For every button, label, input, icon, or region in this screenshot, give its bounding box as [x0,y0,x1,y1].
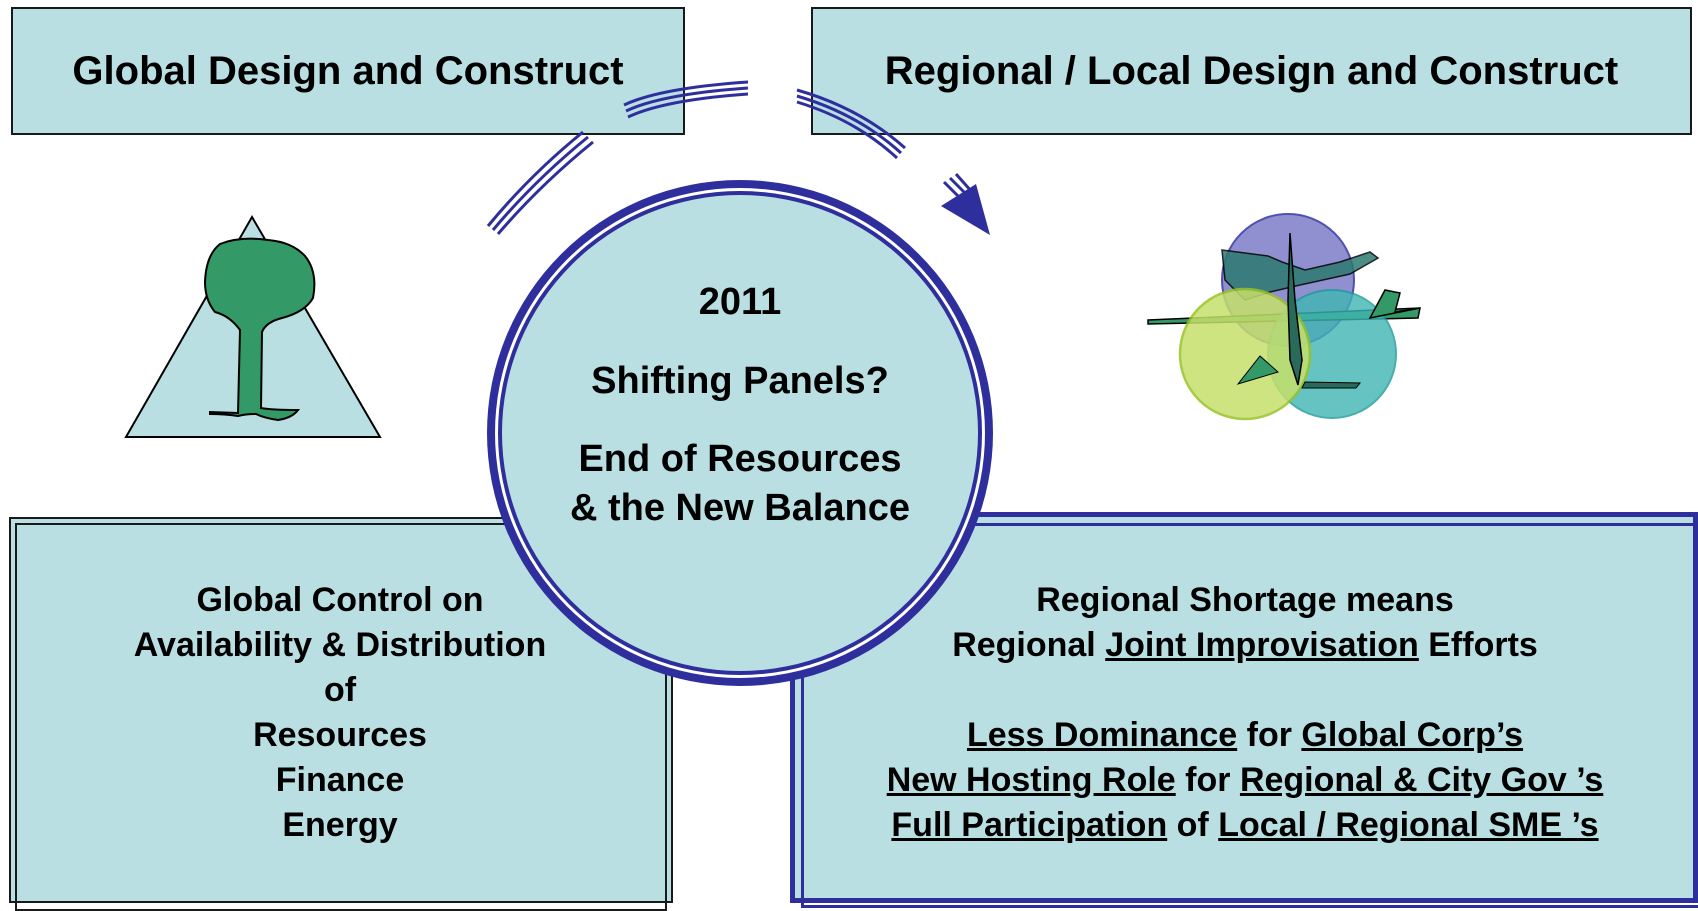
regional-design-header-label: Regional / Local Design and Construct [884,48,1619,93]
regional-design-header: Regional / Local Design and Construct [811,7,1692,135]
right-panel-line-4: New Hosting Role for Regional & City Gov… [800,758,1690,803]
right-panel-line-2: Regional Joint Improvisation Efforts [800,623,1690,668]
underlined-term: Full Participation [891,806,1168,844]
text-fragment: for [1175,761,1240,799]
text-fragment: for [1237,716,1302,754]
right-panel-line-5: Full Participation of Local / Regional S… [800,803,1690,848]
right-panel-line-1: Regional Shortage means [1036,581,1454,619]
text-fragment: Efforts [1418,626,1538,664]
tree-in-triangle-icon [124,214,382,438]
regional-shortage-text: Regional Shortage means Regional Joint I… [800,578,1690,848]
left-panel-line: Availability & Distribution [133,626,547,664]
circle-title: Shifting Panels? [591,360,889,402]
text-fragment: of [1167,806,1219,844]
underlined-term: Less Dominance [966,716,1238,754]
underlined-term: Global Corp’s [1301,716,1524,754]
right-panel-line-3: Less Dominance for Global Corp’s [800,713,1690,758]
global-design-header: Global Design and Construct [11,7,685,135]
central-circle [487,180,993,686]
arrow-head-icon [941,184,990,235]
text-fragment: Regional [952,626,1106,664]
rotation-arrow [486,80,974,235]
left-panel-line: Finance [275,761,405,799]
circle-subtitle-line1: End of Resources [578,438,902,480]
left-panel-line: Energy [282,806,398,844]
left-panel-line: Resources [253,716,427,754]
underlined-term: Local / Regional SME ’s [1218,806,1599,844]
circle-year: 2011 [698,281,782,323]
underlined-term: Joint Improvisation [1105,626,1419,664]
left-panel-line: of [323,671,357,709]
underlined-term: Regional & City Gov ’s [1239,761,1604,799]
global-control-text: Global Control on Availability & Distrib… [100,578,580,848]
regional-circles-cluster-icon [1147,213,1421,421]
circle-subtitle-line2: & the New Balance [570,487,910,529]
global-design-header-label: Global Design and Construct [72,48,624,93]
underlined-term: New Hosting Role [886,761,1176,799]
left-panel-line: Global Control on [196,581,484,619]
